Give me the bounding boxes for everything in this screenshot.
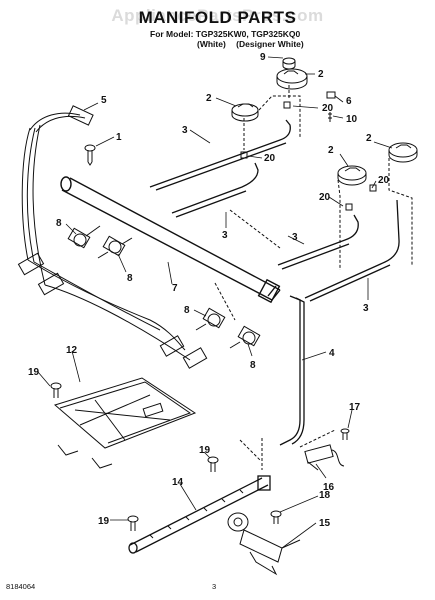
callout-19: 19 <box>28 367 40 378</box>
callout-8: 8 <box>184 305 190 316</box>
callout-2: 2 <box>366 133 372 144</box>
callout-10: 10 <box>346 114 358 125</box>
callout-3: 3 <box>363 303 369 314</box>
oven-safety-valve <box>227 512 301 576</box>
burner-tube-lower-right <box>304 199 400 302</box>
model-line: For Model: TGP325KW0, TGP325KQ0 <box>150 29 301 39</box>
callout-8: 8 <box>56 218 62 229</box>
variant-white: (White) <box>197 39 226 49</box>
page-number: 3 <box>212 582 217 591</box>
callout-3: 3 <box>182 125 188 136</box>
callout-2: 2 <box>328 145 334 156</box>
callout-16: 16 <box>323 482 335 493</box>
callout-20: 20 <box>378 175 390 186</box>
callout-4: 4 <box>329 348 335 359</box>
wiring-harness <box>17 105 208 369</box>
burner-tube-upper-left <box>149 119 291 191</box>
screw-19-upper <box>50 382 62 398</box>
valve-lower-right <box>229 325 261 349</box>
valve-mid-left <box>97 235 133 259</box>
callout-7: 7 <box>172 283 178 294</box>
bottom-panel <box>53 377 197 469</box>
screw-19-middle <box>207 456 219 472</box>
callout-6: 6 <box>346 96 352 107</box>
variant-line: (White) (Designer White) <box>197 39 312 49</box>
callout-17: 17 <box>349 402 361 413</box>
callout-20: 20 <box>319 192 331 203</box>
callout-5: 5 <box>101 95 107 106</box>
callout-15: 15 <box>319 518 331 529</box>
page-title: MANIFOLD PARTS <box>138 8 297 27</box>
watermark: AppliancePartsPros.com <box>111 6 324 25</box>
callout-8: 8 <box>250 360 256 371</box>
callout-20: 20 <box>264 153 276 164</box>
variant-designer-white: (Designer White) <box>236 39 304 49</box>
burner-rear-left <box>231 103 259 122</box>
leader-lines <box>37 56 393 549</box>
burner-cap-rear-right <box>276 57 308 90</box>
orifice-fittings <box>240 91 377 211</box>
callout-3: 3 <box>292 232 298 243</box>
burner-right-front <box>337 165 367 186</box>
callout-19: 19 <box>98 516 110 527</box>
callout-8: 8 <box>127 273 133 284</box>
igniter-connector <box>304 444 345 471</box>
callout-1: 1 <box>116 132 122 143</box>
alignment-lines <box>214 85 413 470</box>
burner-tube-mid-right <box>277 214 359 270</box>
callout-2: 2 <box>206 93 212 104</box>
callout-labels: 9222061032022512020383873848121917191614… <box>28 52 390 529</box>
callout-19: 19 <box>199 445 211 456</box>
callout-20: 20 <box>322 103 334 114</box>
burner-right-rear <box>388 142 418 163</box>
valve-upper-left <box>67 225 101 249</box>
callout-2: 2 <box>318 69 324 80</box>
burner-tube-mid-left <box>171 162 259 218</box>
callout-12: 12 <box>66 345 78 356</box>
callout-3: 3 <box>222 230 228 241</box>
screw-18 <box>270 510 282 524</box>
callout-14: 14 <box>172 477 184 488</box>
gas-line-tube <box>279 295 305 446</box>
manifold-pipe <box>60 176 281 304</box>
callout-18: 18 <box>319 490 331 501</box>
screw-17 <box>340 428 350 440</box>
screw-19-lower <box>127 515 139 531</box>
oven-burner <box>128 475 271 554</box>
valve-mid-right <box>195 307 226 331</box>
screw-1 <box>84 144 96 166</box>
callout-9: 9 <box>260 52 266 63</box>
doc-number: 8184064 <box>6 582 36 591</box>
